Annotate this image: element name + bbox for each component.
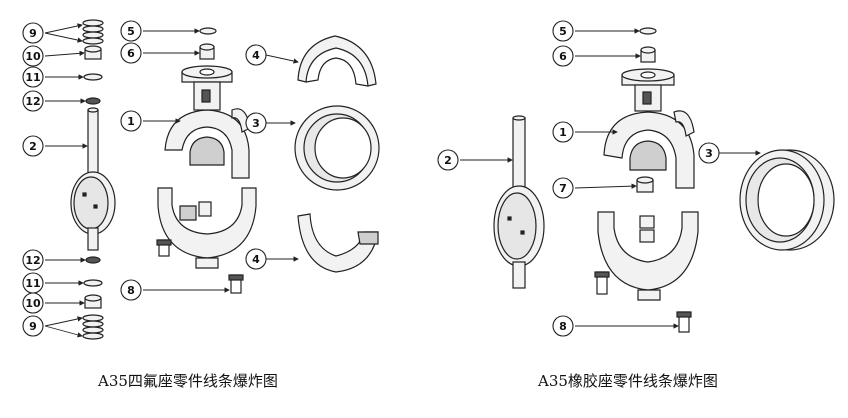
spring-washer-stack-top bbox=[82, 19, 104, 45]
callout-label: 11 bbox=[25, 71, 40, 84]
left-diagram-caption: A35四氟座零件线条爆炸图 bbox=[98, 372, 278, 390]
callout-label: 5 bbox=[127, 25, 135, 38]
o-ring-bottom bbox=[83, 279, 103, 287]
bolt-right-right-view bbox=[676, 311, 692, 333]
callout-label: 4 bbox=[252, 49, 260, 62]
seat-ring-left bbox=[294, 105, 380, 191]
right-callout-numbers: 5 6 1 7 2 3 8 bbox=[444, 25, 713, 333]
top-o-ring-5 bbox=[199, 27, 217, 35]
left-exploded-view bbox=[70, 19, 380, 340]
callout-label: 5 bbox=[559, 25, 567, 38]
callout-label: 6 bbox=[559, 50, 567, 63]
callout-label: 8 bbox=[559, 320, 567, 333]
callout-label: 2 bbox=[444, 154, 452, 167]
right-diagram-caption: A35橡胶座零件线条爆炸图 bbox=[538, 372, 718, 390]
callout-label: 9 bbox=[29, 27, 37, 40]
right-exploded-view bbox=[493, 27, 835, 333]
taper-pin-7 bbox=[636, 176, 654, 193]
lower-body-half bbox=[157, 187, 257, 269]
callout-label: 2 bbox=[29, 140, 37, 153]
ptfe-seat-bottom-half bbox=[297, 213, 379, 273]
callout-label: 4 bbox=[252, 253, 260, 266]
bolt-right bbox=[228, 274, 244, 294]
callout-label: 1 bbox=[559, 126, 567, 139]
right-callout-circles bbox=[437, 20, 720, 337]
washer-top bbox=[85, 97, 101, 105]
callout-label: 6 bbox=[127, 47, 135, 60]
washer-bottom bbox=[85, 256, 101, 264]
spring-washer-stack-bottom bbox=[82, 314, 104, 340]
left-callout-leaders bbox=[44, 23, 299, 338]
o-ring-top bbox=[83, 73, 103, 81]
stem-disc-assembly-right bbox=[493, 115, 545, 289]
callout-label: 7 bbox=[559, 182, 567, 195]
callout-label: 3 bbox=[252, 117, 260, 130]
rubber-seat-ring bbox=[739, 149, 835, 251]
callout-label: 10 bbox=[25, 50, 41, 63]
callout-label: 12 bbox=[25, 95, 40, 108]
upper-body-half bbox=[164, 65, 251, 179]
callout-label: 9 bbox=[29, 320, 37, 333]
top-o-ring-5-right bbox=[639, 27, 657, 35]
bushing-top bbox=[84, 45, 102, 60]
upper-body-half-right bbox=[603, 68, 695, 189]
callout-label: 3 bbox=[705, 147, 713, 160]
left-callout-circles bbox=[22, 20, 267, 337]
left-callout-numbers: 9 10 11 12 2 12 11 10 9 5 6 1 8 4 3 4 bbox=[25, 25, 260, 333]
bolt-left bbox=[156, 239, 172, 257]
lower-body-half-right bbox=[597, 211, 699, 301]
callout-label: 1 bbox=[127, 115, 135, 128]
callout-label: 12 bbox=[25, 254, 40, 267]
right-callout-leaders bbox=[460, 28, 761, 329]
callout-label: 8 bbox=[127, 284, 135, 297]
ptfe-seat-top-half bbox=[297, 35, 377, 87]
bolt-left-right-view bbox=[594, 271, 610, 295]
top-bushing-6 bbox=[199, 43, 215, 60]
callout-label: 11 bbox=[25, 277, 40, 290]
callout-label: 10 bbox=[25, 297, 41, 310]
bushing-bottom bbox=[84, 294, 102, 309]
top-bushing-6-right bbox=[640, 46, 656, 63]
stem-disc-assembly bbox=[70, 107, 116, 251]
